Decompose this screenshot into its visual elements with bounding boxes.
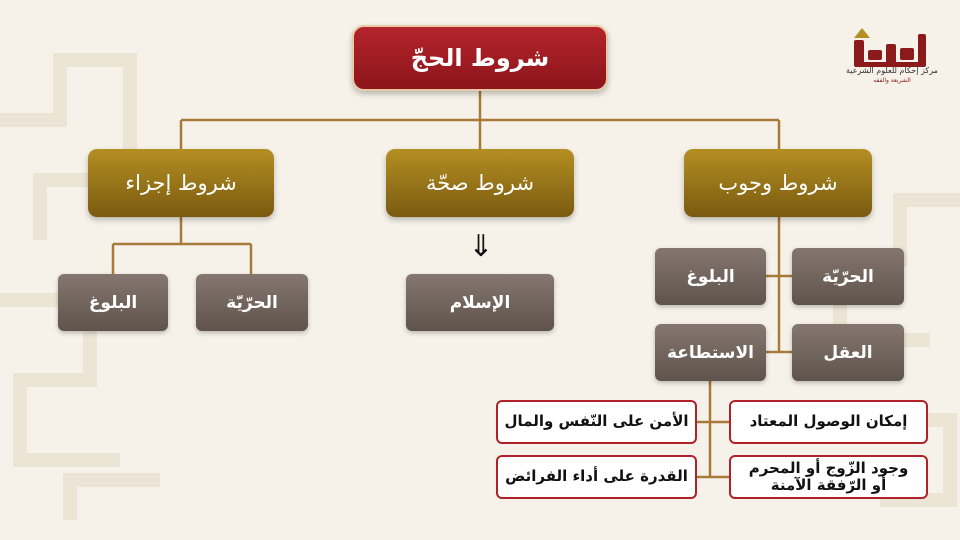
category-ijza: شروط إجزاء [88,149,274,217]
wujub-item-bulugh: البلوغ [655,248,766,305]
root-node: شروط الحجّ [352,25,608,91]
istitaa-item-qudra: القدرة على أداء الفرائض [496,455,697,499]
ihkam-logo-icon [854,28,926,67]
sihha-item-islam: الإسلام [406,274,554,331]
wujub-item-aql: العقل [792,324,904,381]
istitaa-item-wusul: إمكان الوصول المعتاد [729,400,928,444]
logo-tagline: مركز إحكام للعلوم الشرعية [846,66,938,75]
down-arrow-icon: ⇓ [468,229,494,264]
istitaa-item-amn: الأمن على النّفس والمال [496,400,697,444]
category-sihha: شروط صحّة [386,149,574,217]
ijza-item-hurriya: الحرّيّة [196,274,308,331]
istitaa-item-zawj: وجود الزّوج أو المحرم أو الرّفقة الآمنة [729,455,928,499]
wujub-item-hurriya: الحرّيّة [792,248,904,305]
wujub-item-istitaa: الاستطاعة [655,324,766,381]
category-wujub: شروط وجوب [684,149,872,217]
ijza-item-bulugh: البلوغ [58,274,168,331]
logo-subtitle: الشريعة والفقه [873,77,911,84]
